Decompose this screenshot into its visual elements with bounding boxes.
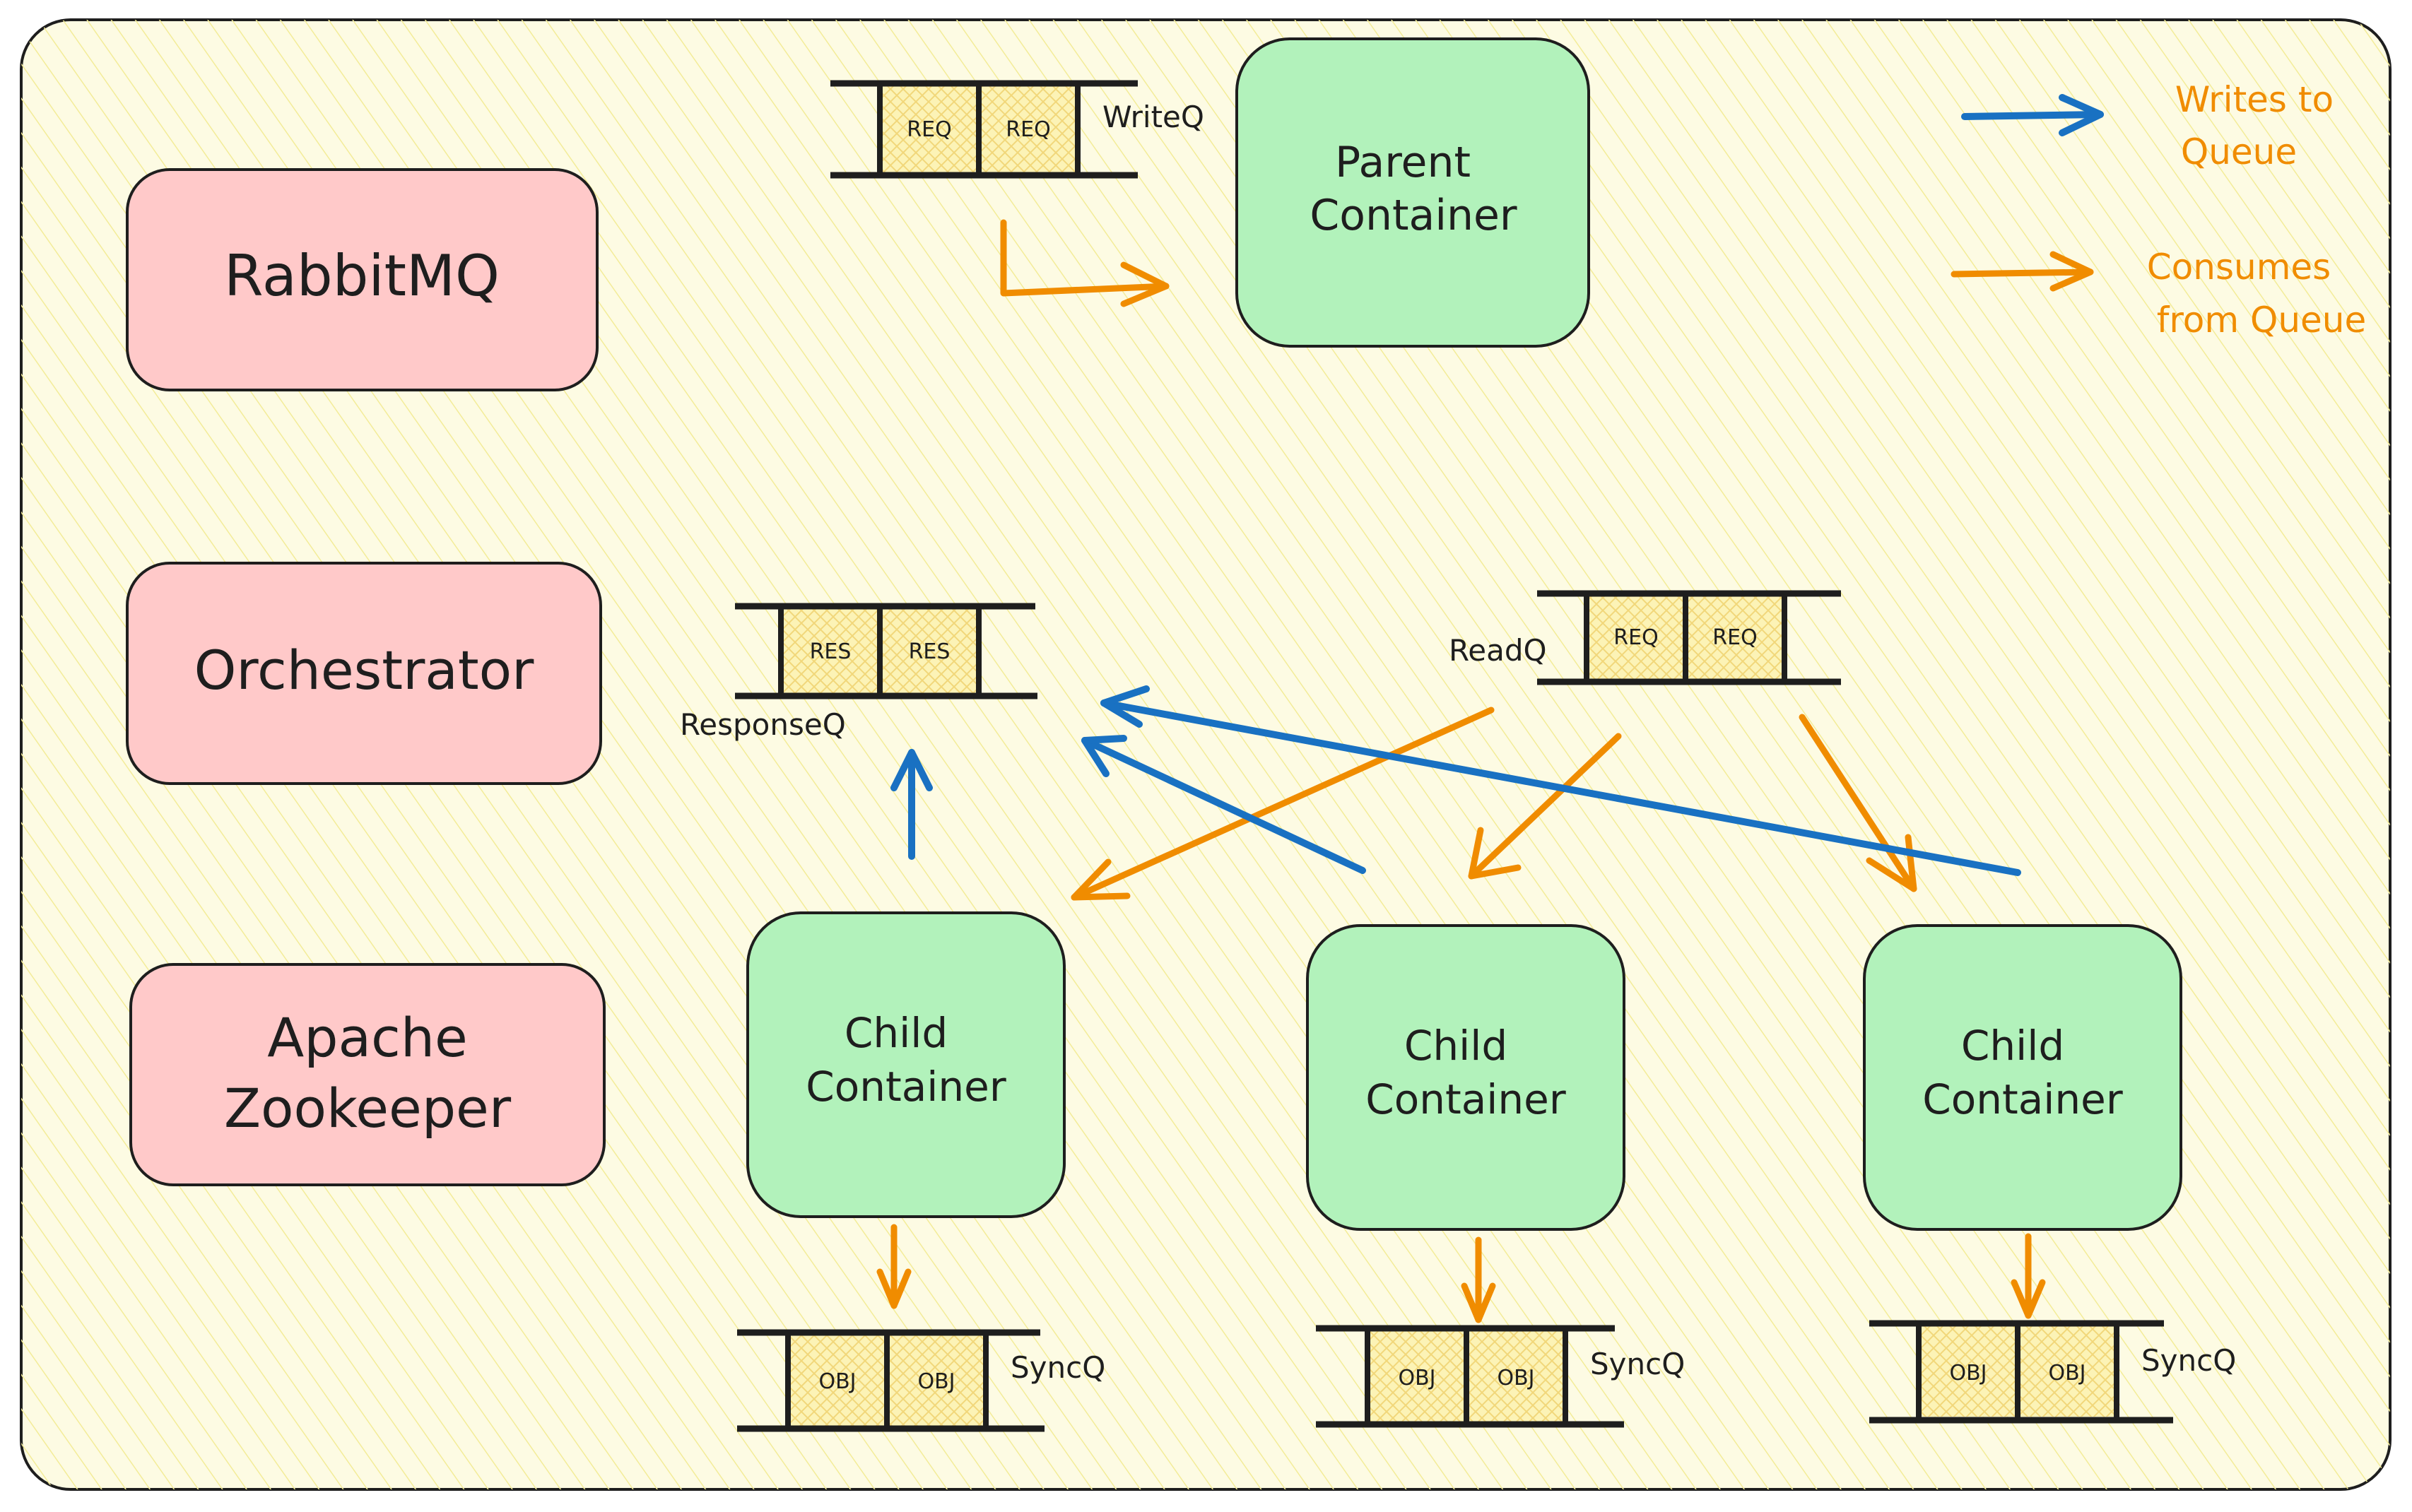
zookeeper-label-line1: Apache [267, 1006, 468, 1069]
response-queue-item-2: RES [909, 639, 951, 664]
sync-queue-1-item-1: OBJ [818, 1369, 856, 1394]
child-container-3-label-line2: Container [1922, 1075, 2123, 1123]
sync-queue-2-label: SyncQ [1590, 1347, 1685, 1381]
write-queue-item-2: REQ [1006, 117, 1050, 142]
write-queue-label: WriteQ [1102, 100, 1204, 134]
legend-writes-line1: Writes to [2175, 79, 2334, 120]
child2-to-responseq-arrow [1081, 735, 1366, 874]
sync-queue-2-item-1: OBJ [1398, 1366, 1435, 1390]
parent-container-box: Parent Container [1235, 37, 1590, 348]
sync-queue-2: OBJ OBJ SyncQ [1316, 1325, 1685, 1428]
child-container-1: Child Container [746, 911, 1066, 1218]
legend-writes-line2: Queue [2181, 131, 2297, 172]
rabbitmq-box: RabbitMQ [126, 168, 599, 391]
zookeeper-box: Apache Zookeeper [129, 963, 606, 1186]
response-queue: RES RES ResponseQ [680, 603, 1037, 742]
legend-consumes-line2: from Queue [2157, 300, 2367, 341]
child-container-1-label-line2: Container [806, 1063, 1006, 1111]
child1-to-syncq-arrow [876, 1224, 912, 1309]
sync-queue-2-item-2: OBJ [1497, 1366, 1534, 1390]
sync-queue-3: OBJ OBJ SyncQ [1869, 1320, 2236, 1424]
read-queue: REQ REQ ReadQ [1449, 590, 1841, 685]
parent-container-label-line1: Parent [1335, 138, 1471, 187]
zookeeper-label-line2: Zookeeper [224, 1077, 512, 1140]
readq-to-child2-arrow [1468, 733, 1622, 880]
parent-container-label-line2: Container [1310, 191, 1517, 240]
child-container-2-label-line1: Child [1404, 1022, 1507, 1070]
diagram-frame [20, 18, 2392, 1491]
read-queue-item-2: REQ [1712, 625, 1757, 650]
sync-queue-3-label: SyncQ [2141, 1343, 2236, 1378]
child-container-1-label-line1: Child [845, 1009, 948, 1057]
readq-to-child1-arrow [1071, 707, 1495, 901]
write-queue-item-1: REQ [907, 117, 951, 142]
writeq-to-parent-arrow [1000, 219, 1170, 307]
child-container-2: Child Container [1306, 924, 1625, 1231]
child-container-3-label-line1: Child [1961, 1022, 2064, 1070]
child3-to-responseq-arrow [1100, 685, 2021, 876]
child2-to-syncq-arrow [1461, 1236, 1496, 1323]
sync-queue-1-item-2: OBJ [917, 1369, 955, 1394]
sync-queue-1: OBJ OBJ SyncQ [737, 1329, 1105, 1432]
sync-queue-3-item-2: OBJ [2048, 1361, 2086, 1386]
child-container-2-label-line2: Container [1365, 1075, 1566, 1123]
legend-consume-arrow [1951, 251, 2094, 292]
response-queue-label: ResponseQ [680, 707, 846, 742]
rabbitmq-label: RabbitMQ [224, 243, 500, 309]
legend-write-arrow [1961, 94, 2104, 136]
read-queue-item-1: REQ [1613, 625, 1658, 650]
write-queue: REQ REQ WriteQ [830, 80, 1204, 179]
child3-to-syncq-arrow [2011, 1233, 2046, 1319]
sync-queue-1-label: SyncQ [1011, 1350, 1105, 1385]
response-queue-item-1: RES [810, 639, 852, 664]
child-container-3: Child Container [1863, 924, 2182, 1231]
sync-queue-3-item-1: OBJ [1949, 1361, 1987, 1386]
orchestrator-box: Orchestrator [126, 562, 602, 785]
child1-to-responseq-arrow [890, 749, 933, 860]
legend-consumes-line1: Consumes [2147, 247, 2331, 288]
legend: Writes to Queue Consumes from Queue [2147, 79, 2366, 341]
read-queue-label: ReadQ [1449, 633, 1547, 668]
orchestrator-label: Orchestrator [194, 639, 535, 702]
